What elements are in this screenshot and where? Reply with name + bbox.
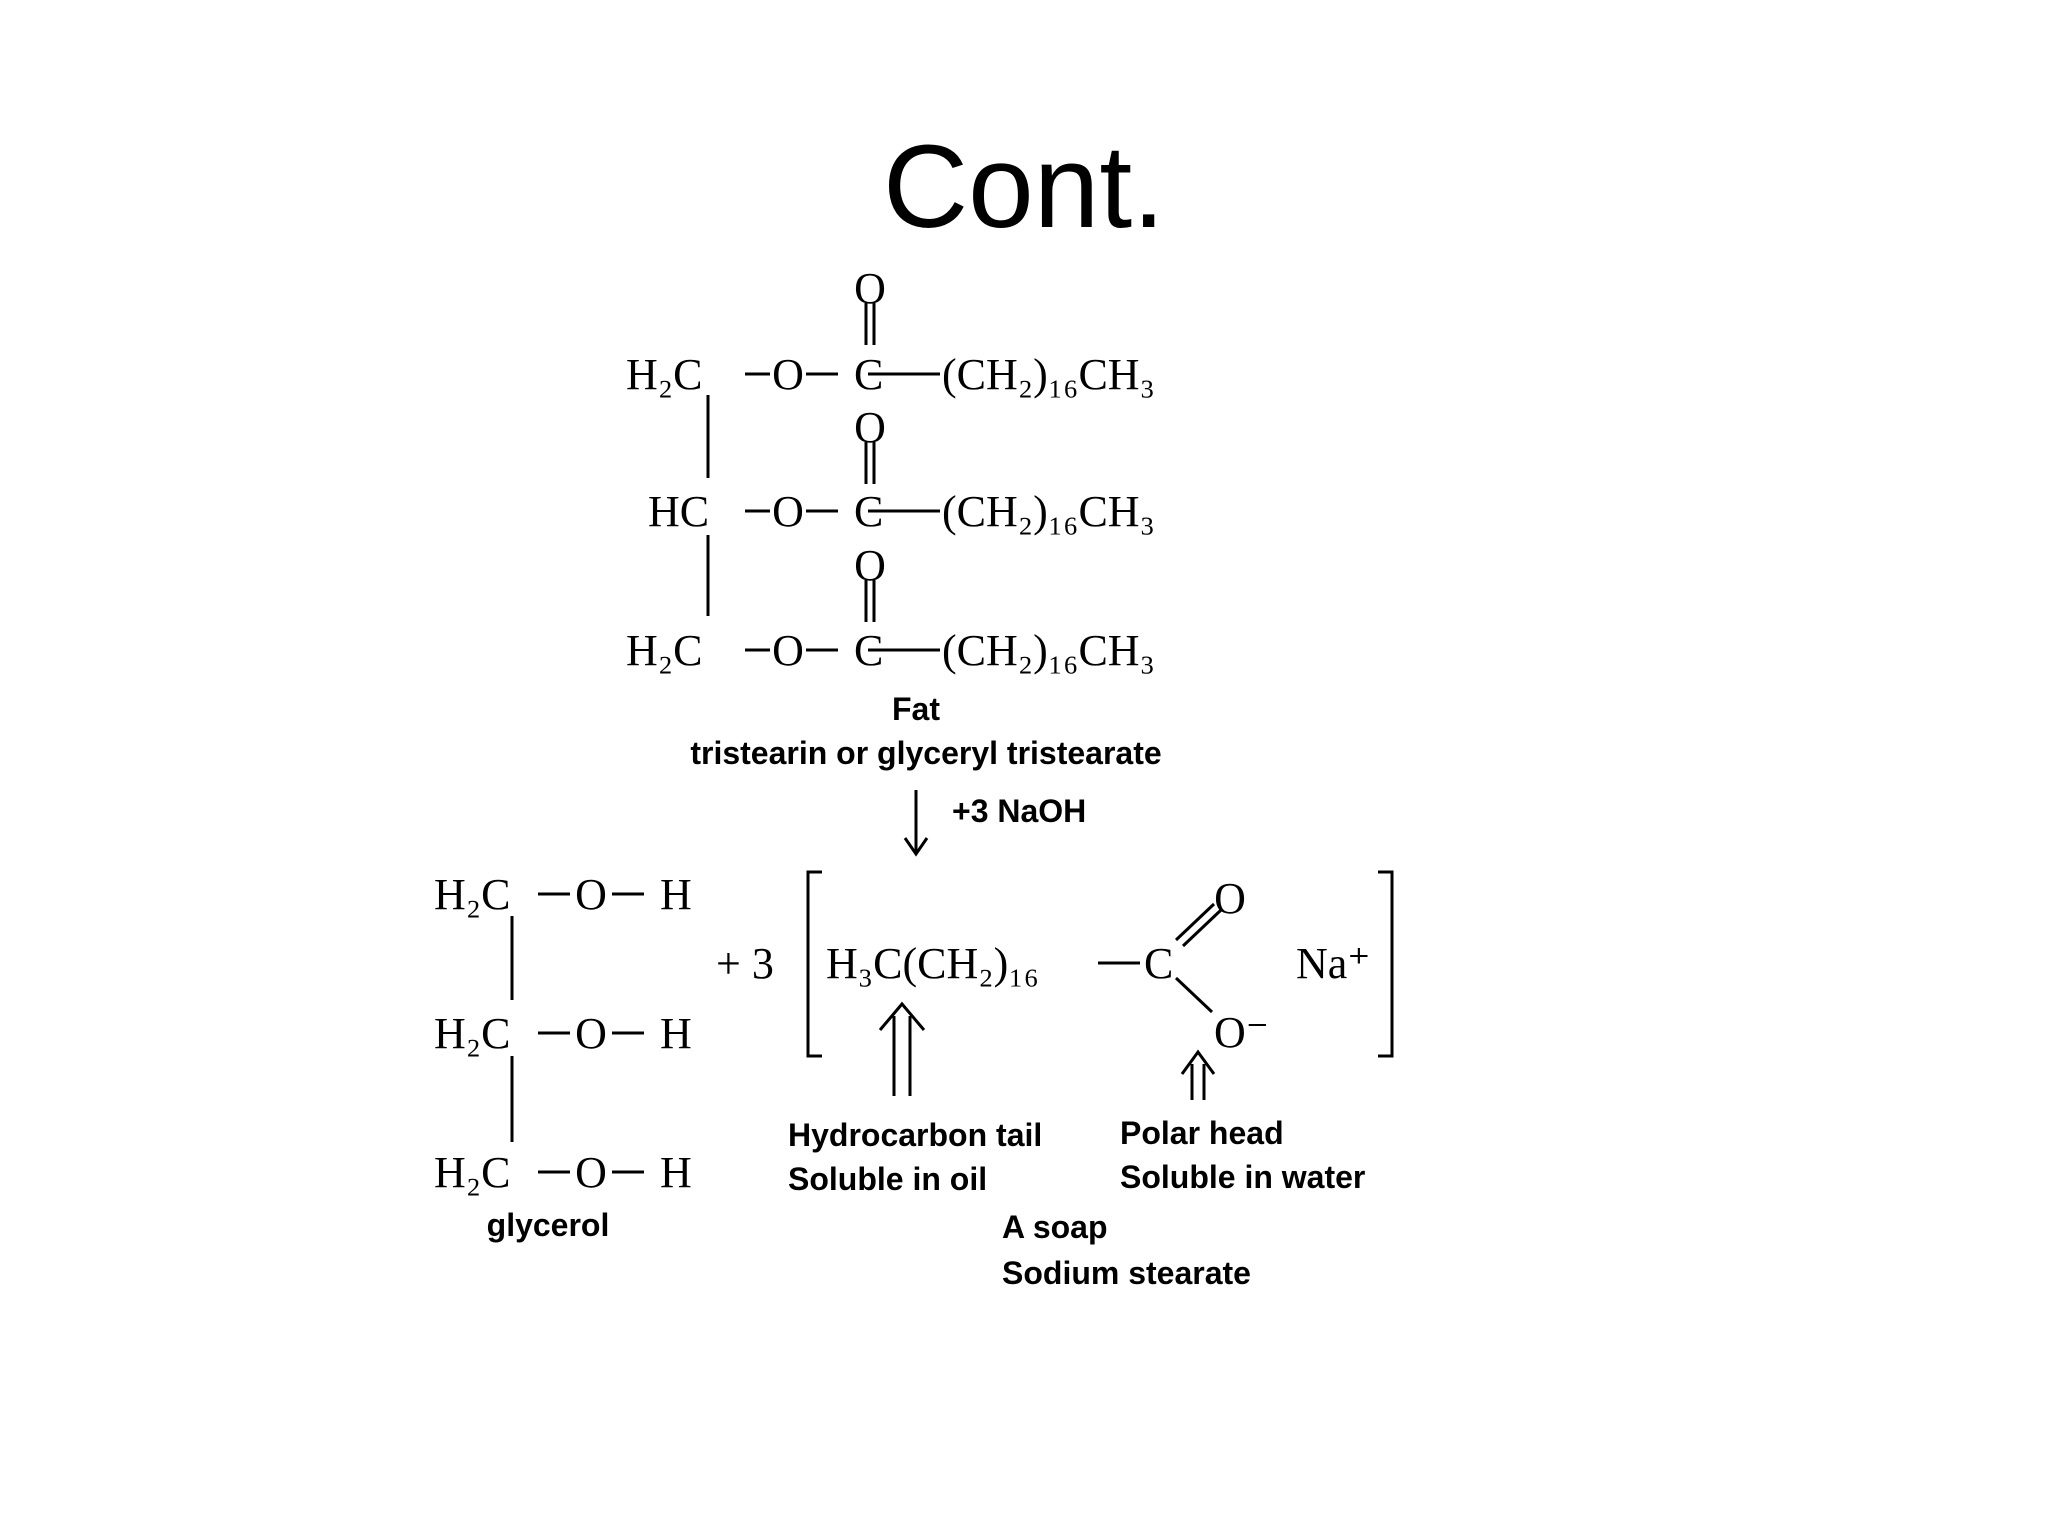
glycerol-row1-o: O [575, 870, 607, 919]
soap-carbon: C [1144, 939, 1173, 988]
glycerol-row3-left: H₂C [434, 1148, 510, 1197]
soap-single-o: O⁻ [1214, 1008, 1269, 1057]
soap-molecule: H₃C(CH₂)₁₆ C O O⁻ Na⁺ [826, 874, 1371, 1057]
soap-double-o: O [1214, 874, 1246, 923]
soap-coefficient: + 3 [716, 939, 774, 988]
glycerol-bonds [510, 892, 644, 1174]
reaction-arrow [903, 790, 929, 857]
fat-bonds [706, 303, 940, 652]
soap-name-2: Sodium stearate [1002, 1255, 1251, 1291]
soap-cation: Na⁺ [1296, 939, 1371, 988]
soap-formula: H₃C(CH₂)₁₆ [826, 939, 1039, 988]
glycerol-row2-h: H [660, 1009, 692, 1058]
fat-row1-ester-o: O [772, 350, 804, 399]
glycerol-row2-o: O [575, 1009, 607, 1058]
fat-row3-chain: (CH₂)₁₆CH₃ [942, 626, 1155, 675]
head-up-arrow [1180, 1049, 1216, 1100]
fat-row1-carbonyl-o: O [854, 264, 886, 313]
fat-row2-left: HC [648, 487, 709, 536]
reaction-reagent: +3 NaOH [952, 793, 1086, 829]
glycerol-row1-h: H [660, 870, 692, 919]
fat-row2-carbonyl-c: C [854, 487, 883, 536]
glycerol-row3-o: O [575, 1148, 607, 1197]
fat-row3-carbonyl-o: O [854, 541, 886, 590]
tail-up-arrow [878, 1001, 926, 1096]
glycerol-row1-left: H₂C [434, 870, 510, 919]
soap-labels: Hydrocarbon tail Soluble in oil Polar he… [788, 1115, 1365, 1291]
fat-row2-chain: (CH₂)₁₆CH₃ [942, 487, 1155, 536]
soap-right-bracket [1378, 870, 1394, 1058]
fat-row1-carbonyl-c: C [854, 350, 883, 399]
fat-subname: tristearin or glyceryl tristearate [690, 735, 1161, 771]
head-label-2: Soluble in water [1120, 1159, 1365, 1195]
fat-name: Fat [892, 691, 940, 727]
fat-row3-left: H₂C [626, 626, 702, 675]
soap-bonds [1098, 902, 1223, 1014]
fat-labels: Fat tristearin or glyceryl tristearate [690, 691, 1161, 771]
tail-label-2: Soluble in oil [788, 1161, 987, 1197]
soap-carbonyl-bond-a [1174, 902, 1216, 942]
glycerol-row2-left: H₂C [434, 1009, 510, 1058]
slide-title: Cont. [882, 121, 1166, 253]
fat-row1-chain: (CH₂)₁₆CH₃ [942, 350, 1155, 399]
fat-row2-ester-o: O [772, 487, 804, 536]
soap-brackets [806, 870, 1394, 1058]
fat-row2-carbonyl-o: O [854, 403, 886, 452]
glycerol-label: glycerol [487, 1207, 610, 1243]
fat-row3-ester-o: O [772, 626, 804, 675]
glycerol-molecule: H₂C O H H₂C O H H₂C O H [434, 870, 692, 1197]
glycerol-row3-h: H [660, 1148, 692, 1197]
soap-carbonyl-bond-b [1181, 908, 1223, 948]
soap-carboxylate-bond [1174, 976, 1214, 1014]
soap-name-1: A soap [1002, 1209, 1108, 1245]
head-label-1: Polar head [1120, 1115, 1284, 1151]
soap-left-bracket [806, 870, 822, 1058]
fat-row3-carbonyl-c: C [854, 626, 883, 675]
tail-label-1: Hydrocarbon tail [788, 1117, 1042, 1153]
fat-molecule: O H₂C O C (CH₂)₁₆CH₃ O HC O C (CH₂)₁₆CH₃… [626, 264, 1155, 675]
fat-row1-left: H₂C [626, 350, 702, 399]
